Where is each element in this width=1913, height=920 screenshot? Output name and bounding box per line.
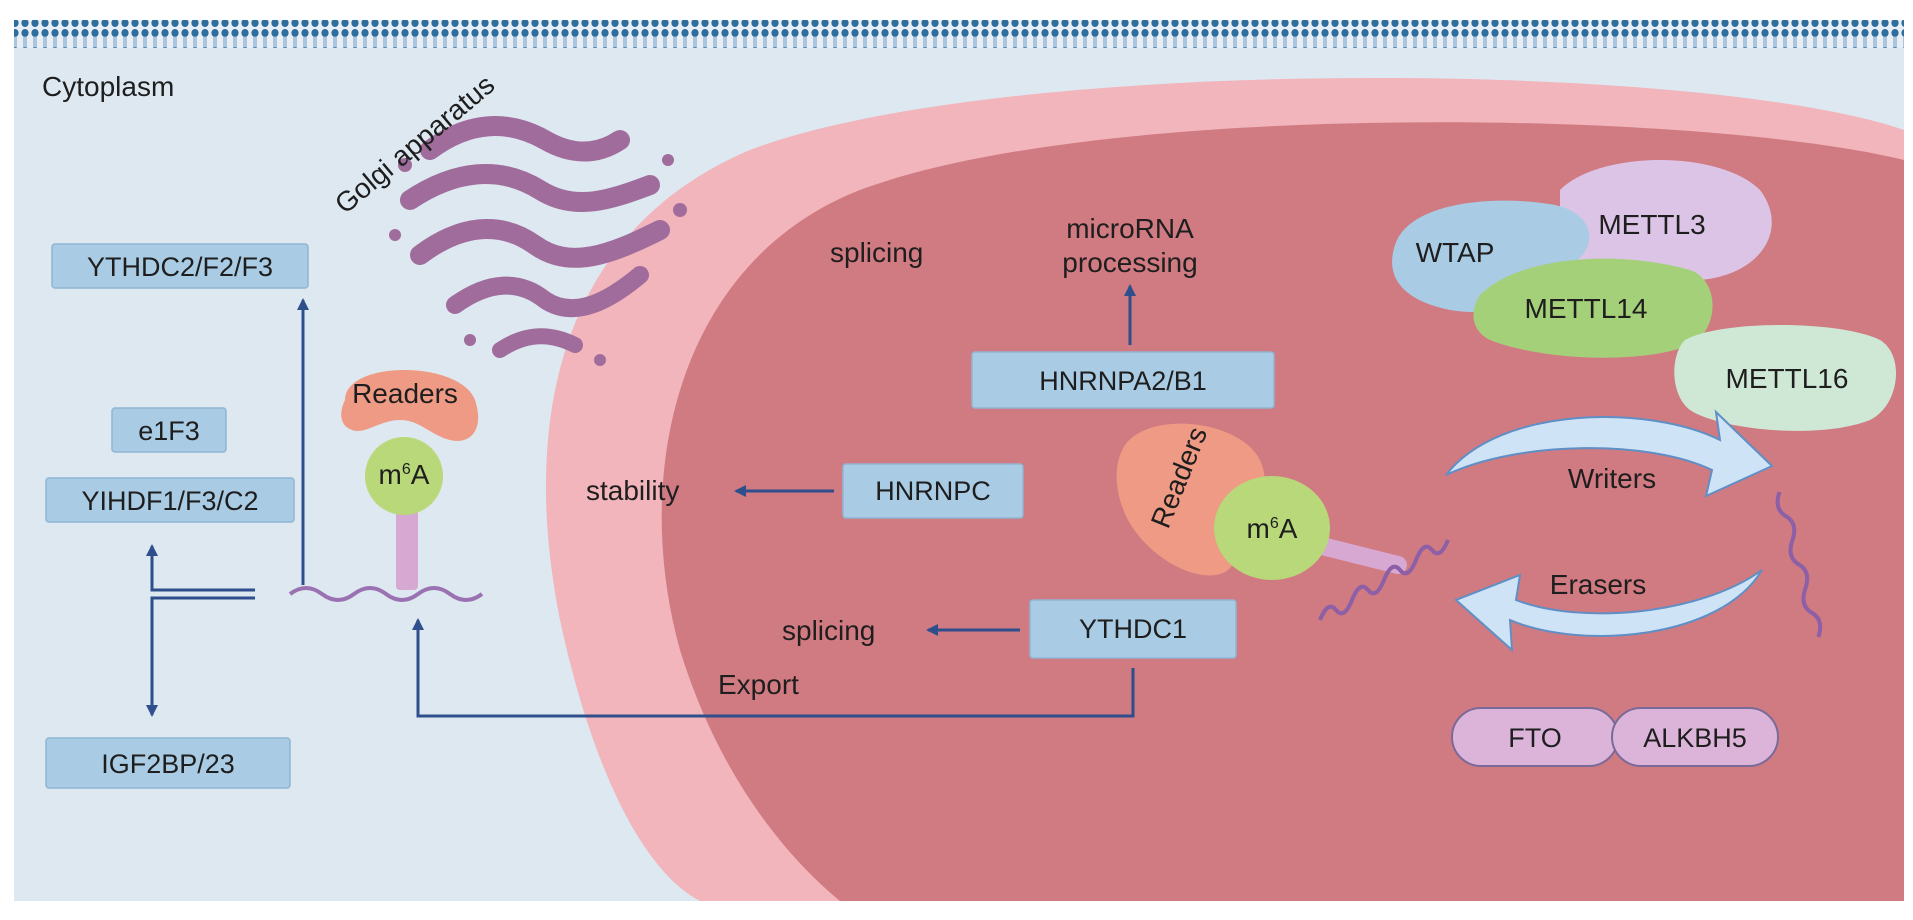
mrna-strand-icon bbox=[1318, 539, 1450, 621]
golgi-vesicles bbox=[389, 154, 687, 366]
alkbh5-pill: ALKBH5 bbox=[1611, 707, 1779, 767]
export-label: Export bbox=[718, 669, 799, 700]
m6a-nucleus-label: m6A bbox=[1247, 513, 1298, 544]
yihdf1-box: YIHDF1/F3/C2 bbox=[45, 477, 295, 523]
svg-text:IGF2BP/23: IGF2BP/23 bbox=[101, 749, 235, 779]
mrna-strand-icon bbox=[1775, 491, 1823, 638]
wtap-label: WTAP bbox=[1416, 237, 1495, 268]
svg-text:HNRNPC: HNRNPC bbox=[875, 476, 991, 506]
readers-cyto-label: Readers bbox=[352, 378, 458, 409]
m6a-cyto-label: m6A bbox=[379, 459, 430, 490]
ythdc2-box: YTHDC2/F2/F3 bbox=[51, 243, 309, 289]
mettl14-label: METTL14 bbox=[1525, 293, 1648, 324]
cycle-arrow-icon bbox=[1445, 409, 1774, 653]
cytoplasm-label: Cytoplasm bbox=[42, 71, 174, 102]
stability-label: stability bbox=[586, 475, 679, 506]
golgi-icon bbox=[400, 116, 670, 358]
splicing-bottom-label: splicing bbox=[782, 615, 875, 646]
hnrnpa2b1-box: HNRNPA2/B1 bbox=[971, 351, 1275, 409]
splicing-top-label: splicing bbox=[830, 237, 923, 268]
mrna-strand-icon bbox=[288, 586, 484, 602]
microrna-label-2: processing bbox=[1062, 247, 1197, 278]
ythdc1-box: YTHDC1 bbox=[1029, 599, 1237, 659]
cytoplasm-arrows bbox=[146, 298, 309, 717]
e1f3-box: e1F3 bbox=[111, 407, 227, 453]
svg-text:YTHDC2/F2/F3: YTHDC2/F2/F3 bbox=[87, 252, 273, 282]
svg-text:ALKBH5: ALKBH5 bbox=[1643, 723, 1747, 753]
reader-protein-icon bbox=[341, 370, 479, 590]
writers-label: Writers bbox=[1568, 463, 1656, 494]
writers-complex bbox=[1392, 160, 1897, 431]
mettl3-label: METTL3 bbox=[1598, 209, 1705, 240]
svg-text:YIHDF1/F3/C2: YIHDF1/F3/C2 bbox=[81, 486, 258, 516]
svg-text:HNRNPA2/B1: HNRNPA2/B1 bbox=[1039, 366, 1207, 396]
membrane-icon bbox=[14, 20, 1904, 48]
mettl16-label: METTL16 bbox=[1726, 363, 1849, 394]
nucleus-arrows bbox=[412, 284, 1136, 718]
svg-text:FTO: FTO bbox=[1508, 723, 1562, 753]
igf2bp-box: IGF2BP/23 bbox=[45, 737, 291, 789]
fto-pill: FTO bbox=[1451, 707, 1619, 767]
hnrnpc-box: HNRNPC bbox=[842, 463, 1024, 519]
svg-text:e1F3: e1F3 bbox=[138, 416, 200, 446]
svg-text:YTHDC1: YTHDC1 bbox=[1079, 614, 1187, 644]
erasers-label: Erasers bbox=[1550, 569, 1646, 600]
reader-protein-icon bbox=[1116, 423, 1407, 580]
microrna-label-1: microRNA bbox=[1066, 213, 1194, 244]
